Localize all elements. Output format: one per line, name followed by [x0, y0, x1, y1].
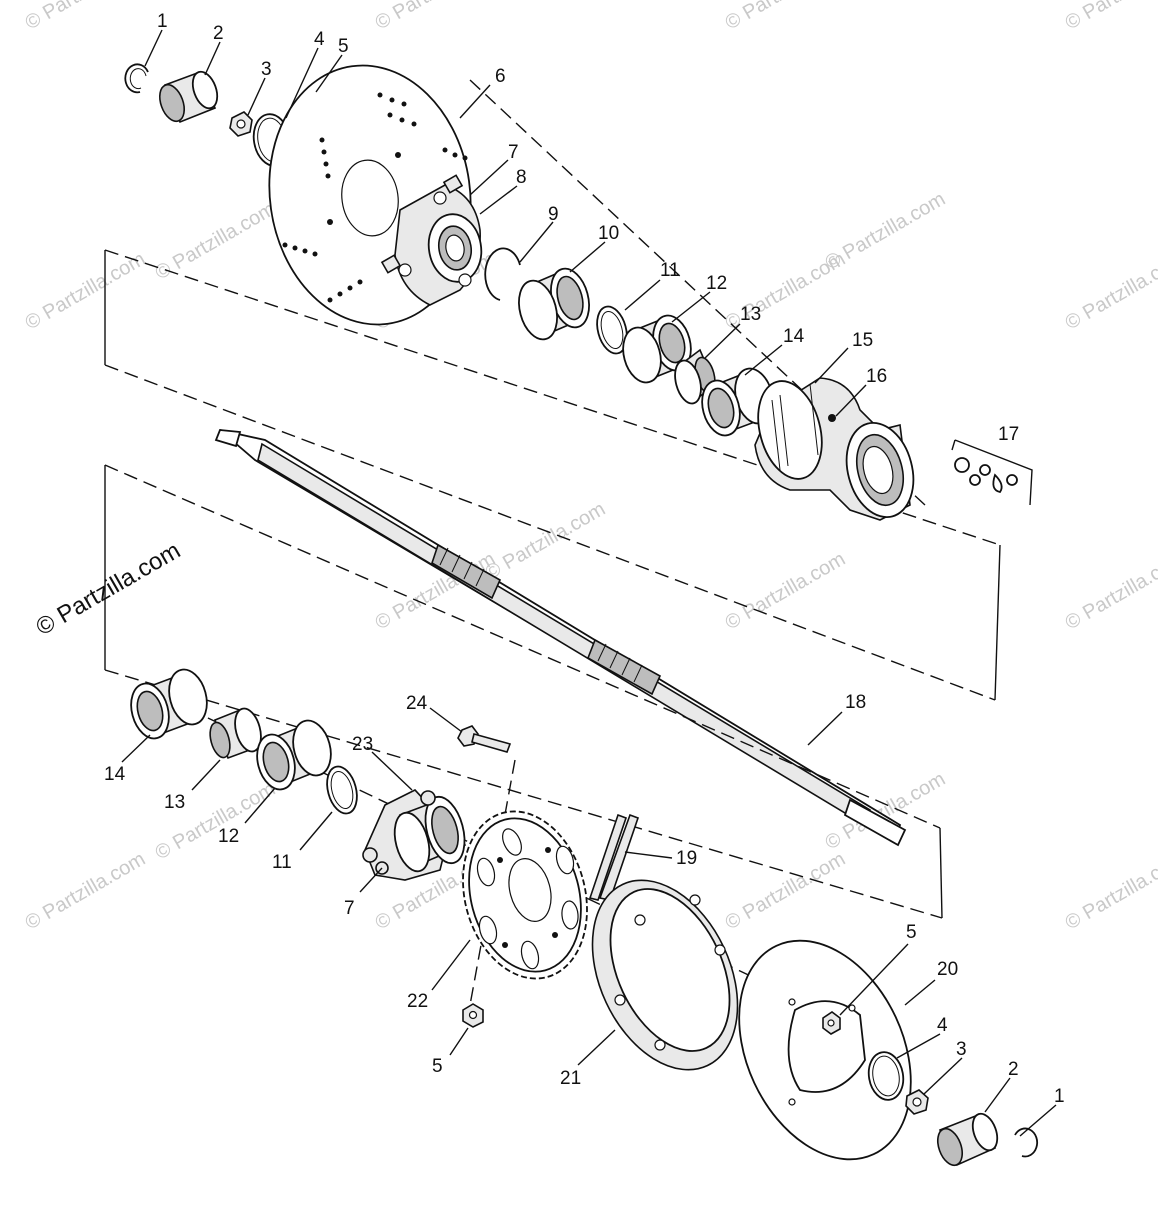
- callout-label: 7: [344, 898, 355, 919]
- nut-upper: [230, 112, 252, 136]
- axle-shaft: [216, 430, 905, 845]
- watermark: © Partzilla.com: [152, 778, 280, 864]
- callout-label: 8: [516, 167, 527, 188]
- watermark: © Partzilla.com: [1062, 0, 1158, 34]
- bearing-cup-14-lower: [125, 665, 212, 742]
- callout-label: 1: [157, 11, 168, 32]
- watermark: © Partzilla.com: [822, 188, 950, 274]
- callout-label: 3: [956, 1039, 967, 1060]
- callout-label: 19: [676, 848, 697, 869]
- watermark: © Partzilla.com: [22, 848, 150, 934]
- callout-label: 4: [314, 29, 325, 50]
- watermark: © Partzilla.com: [372, 0, 500, 34]
- callout-label: 5: [338, 36, 349, 57]
- brake-disc-lower: [706, 913, 945, 1187]
- callout-label: 14: [783, 326, 805, 347]
- callout-label: 4: [937, 1015, 948, 1036]
- fitting-kit-17: [952, 440, 1032, 505]
- callout-label: 16: [866, 366, 887, 387]
- snap-ring-9: [485, 248, 520, 300]
- callout-label: 1: [1054, 1086, 1065, 1107]
- snap-ring-upper: [125, 64, 148, 92]
- callout-label: 24: [406, 693, 428, 714]
- callout-label: 11: [660, 260, 680, 281]
- leader-lines: [122, 30, 1056, 1136]
- callout-label: 2: [1008, 1059, 1019, 1080]
- callout-labels: 1 2 3 4 5 6 7 8 9 10 11 12 13 14 15 16 1…: [104, 11, 1065, 1107]
- callout-label: 5: [906, 922, 917, 943]
- callout-label: 20: [937, 959, 958, 980]
- washer-11-lower: [322, 763, 361, 817]
- callout-label: 7: [508, 142, 519, 163]
- callout-label: 13: [740, 304, 761, 325]
- watermark: © Partzilla.com: [722, 848, 850, 934]
- callout-label: 17: [998, 424, 1019, 445]
- watermark: © Partzilla.com: [1062, 248, 1158, 334]
- callout-label: 5: [432, 1056, 443, 1077]
- callout-label: 2: [213, 23, 224, 44]
- callout-label: 18: [845, 692, 866, 713]
- watermark: © Partzilla.com: [22, 248, 150, 334]
- bearing-carrier-housing: [748, 374, 923, 525]
- snap-ring-lower: [1015, 1128, 1037, 1156]
- watermark: © Partzilla.com: [1062, 848, 1158, 934]
- upper-phantom-lines: [105, 80, 1000, 700]
- bolt-24: [458, 726, 510, 752]
- callout-label: 12: [706, 273, 727, 294]
- callout-label: 23: [352, 734, 373, 755]
- callout-label: 6: [495, 66, 506, 87]
- bushing-upper: [155, 68, 222, 124]
- callout-label: 10: [598, 223, 619, 244]
- callout-label: 12: [218, 826, 239, 847]
- watermark-main: © Partzilla.com: [32, 537, 186, 641]
- sprocket-22: [445, 797, 605, 992]
- bushing-lower: [933, 1110, 1002, 1168]
- callout-label: 9: [548, 204, 559, 225]
- callout-label: 22: [407, 991, 428, 1012]
- nut-5-lower: [463, 1004, 483, 1027]
- callout-label: 13: [164, 792, 185, 813]
- watermark: © Partzilla.com: [1062, 548, 1158, 634]
- watermark: © Partzilla.com: [482, 498, 610, 584]
- bearing-race-10: [513, 264, 595, 343]
- callout-label: 11: [272, 852, 292, 873]
- callout-label: 14: [104, 764, 126, 785]
- callout-label: 3: [261, 59, 272, 80]
- callout-label: 15: [852, 330, 873, 351]
- callout-label: 21: [560, 1068, 581, 1089]
- watermark: © Partzilla.com: [722, 0, 850, 34]
- watermark: © Partzilla.com: [22, 0, 150, 34]
